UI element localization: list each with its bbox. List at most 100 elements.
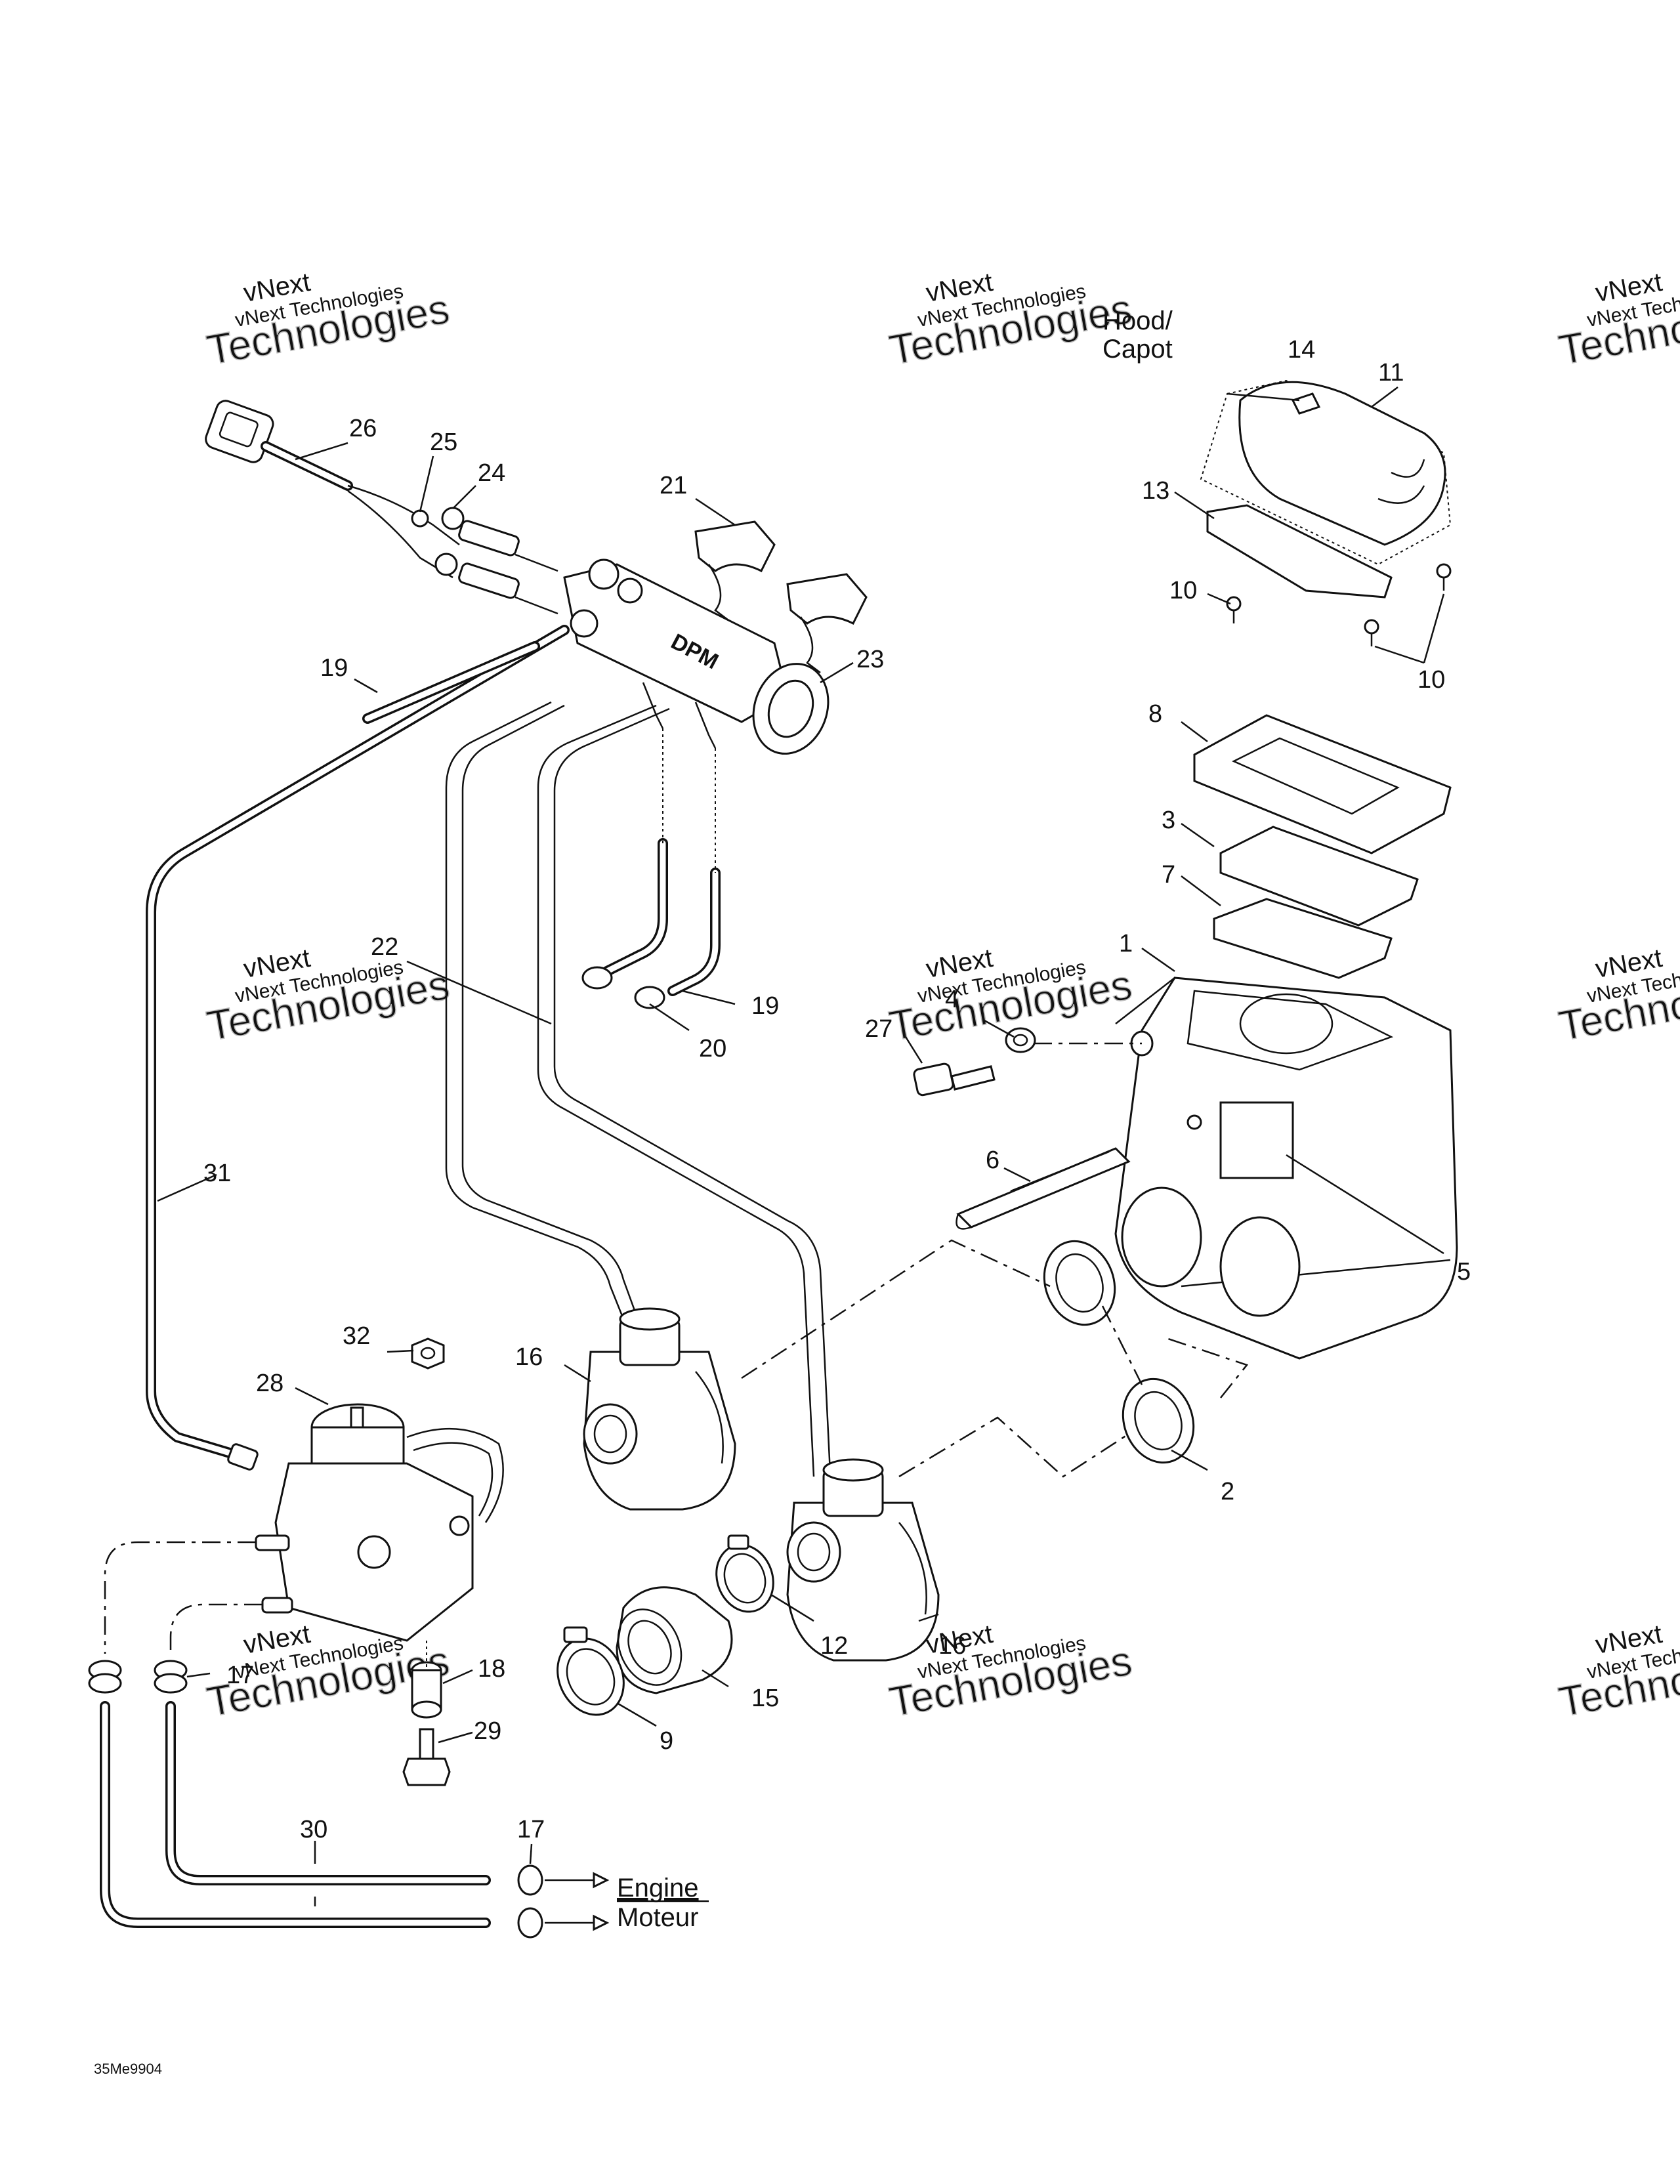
callout-8: 8 bbox=[1148, 700, 1162, 728]
callout-17-right: 17 bbox=[517, 1816, 545, 1843]
screw-25 bbox=[411, 509, 429, 528]
reference-code: 35Me9904 bbox=[94, 2061, 162, 2077]
callout-11: 11 bbox=[1378, 359, 1404, 387]
callout-23: 23 bbox=[856, 646, 884, 673]
sleeves-2 bbox=[1043, 1240, 1195, 1464]
callout-7: 7 bbox=[1162, 861, 1175, 889]
heading-engine-line2: Moteur bbox=[617, 1903, 699, 1932]
callout-17-left: 17 bbox=[226, 1662, 254, 1689]
watermark-mid-left: vNext vNext Technologies Technologies bbox=[203, 944, 453, 1051]
callout-15: 15 bbox=[751, 1685, 779, 1712]
filter-foam-3 bbox=[1219, 826, 1419, 927]
leader-lines bbox=[157, 387, 1445, 1906]
callout-14: 14 bbox=[1288, 336, 1315, 364]
watermark-top-center: vNext vNext Technologies Technologies bbox=[885, 268, 1136, 375]
fuel-line-22-a bbox=[445, 701, 638, 1320]
sleeve-2-b bbox=[1122, 1377, 1195, 1464]
fuel-line-22-b bbox=[537, 704, 831, 1477]
spacer-18 bbox=[411, 1661, 442, 1719]
injector-a bbox=[458, 520, 520, 556]
badge-14 bbox=[1291, 392, 1321, 415]
callout-24: 24 bbox=[478, 459, 505, 487]
callout-9: 9 bbox=[660, 1727, 673, 1755]
hose-30-inner bbox=[165, 1701, 491, 1885]
clamp-20-a bbox=[581, 966, 613, 990]
callout-29: 29 bbox=[474, 1717, 501, 1745]
watermark-mid-center: vNext vNext Technologies Technologies bbox=[885, 944, 1136, 1051]
callout-3: 3 bbox=[1162, 807, 1175, 834]
clamps-20 bbox=[581, 966, 665, 1009]
sleeve-2-a bbox=[1043, 1240, 1116, 1326]
callout-31: 31 bbox=[203, 1160, 231, 1187]
callout-16-upper: 16 bbox=[515, 1343, 543, 1371]
callout-28: 28 bbox=[256, 1370, 284, 1397]
callout-27: 27 bbox=[865, 1015, 892, 1043]
watermark-top-right: vNext vNext Technologies Technologies bbox=[1555, 268, 1680, 375]
heading-hood: Hood/ Capot bbox=[1102, 306, 1173, 364]
sensor-27 bbox=[913, 1062, 996, 1097]
plate-13 bbox=[1206, 504, 1393, 598]
heading-hood-line2: Capot bbox=[1102, 335, 1173, 364]
callout-16-lower: 16 bbox=[938, 1632, 966, 1660]
clip-24-b bbox=[434, 553, 458, 576]
callout-13: 13 bbox=[1142, 477, 1169, 505]
callout-19-upper: 19 bbox=[320, 654, 348, 682]
clamp-12 bbox=[715, 1534, 774, 1613]
fuel-pump-28 bbox=[227, 1403, 504, 1642]
airbox-port-a bbox=[1121, 1186, 1202, 1288]
label-5 bbox=[1219, 1101, 1294, 1179]
heading-hood-line1: Hood/ bbox=[1102, 306, 1173, 335]
carburetor-16-b bbox=[786, 1458, 940, 1662]
adaptor-15 bbox=[616, 1586, 733, 1694]
filter-frame-8 bbox=[1193, 714, 1452, 854]
watermark-low-right: vNext vNext Technologies Technologies bbox=[1555, 1620, 1680, 1727]
callout-18: 18 bbox=[478, 1655, 505, 1683]
callout-10-right: 10 bbox=[1418, 666, 1445, 694]
callout-32: 32 bbox=[343, 1322, 370, 1350]
callout-26: 26 bbox=[349, 415, 377, 442]
callout-10-left: 10 bbox=[1169, 577, 1197, 604]
fuel-rail-23: DPM bbox=[563, 558, 830, 873]
heading-engine-line1: Engine bbox=[617, 1874, 699, 1902]
callout-4: 4 bbox=[945, 986, 959, 1013]
bolt-29 bbox=[402, 1728, 451, 1786]
callouts: 26 25 24 21 23 19 19 20 22 31 14 11 13 1… bbox=[203, 336, 1471, 1843]
callout-21: 21 bbox=[660, 472, 687, 499]
clamp-9 bbox=[556, 1626, 625, 1716]
airbox-port-b bbox=[1219, 1216, 1301, 1317]
clamp-21-b bbox=[786, 573, 868, 625]
nut-32 bbox=[411, 1337, 445, 1370]
callout-6: 6 bbox=[986, 1146, 999, 1174]
clamps-17 bbox=[88, 1660, 543, 1939]
carburetor-16-a bbox=[583, 1307, 736, 1511]
callout-2: 2 bbox=[1221, 1478, 1234, 1505]
callout-1: 1 bbox=[1119, 930, 1133, 957]
engine-arrows bbox=[545, 1872, 610, 1931]
hose-30-outer bbox=[100, 1701, 491, 1928]
nut-4 bbox=[1005, 1027, 1036, 1053]
hoses bbox=[100, 625, 831, 1928]
injector-b bbox=[458, 562, 520, 599]
hose-19-upper bbox=[362, 641, 540, 724]
hood-11 bbox=[1238, 381, 1446, 546]
airbox-assembly bbox=[1114, 714, 1458, 1360]
callout-5: 5 bbox=[1457, 1258, 1471, 1286]
wiring-harness bbox=[205, 400, 558, 615]
watermark-top-left: vNext vNext Technologies Technologies bbox=[203, 268, 453, 375]
connector-26 bbox=[205, 400, 274, 463]
callout-25: 25 bbox=[430, 429, 457, 456]
callout-19-lower: 19 bbox=[751, 992, 779, 1020]
clip-24-a bbox=[441, 507, 465, 530]
hood-assembly bbox=[1200, 379, 1452, 646]
clamps-21 bbox=[694, 520, 868, 673]
callout-22: 22 bbox=[371, 933, 398, 961]
hose-19-lower bbox=[602, 838, 721, 996]
callout-30: 30 bbox=[300, 1816, 327, 1843]
hose-31 bbox=[146, 625, 570, 1462]
pump-line-a bbox=[104, 1541, 256, 1654]
heading-engine: Engine Moteur bbox=[617, 1874, 709, 1932]
callout-12: 12 bbox=[820, 1632, 848, 1660]
callout-20: 20 bbox=[699, 1035, 726, 1062]
clamp-20-b bbox=[634, 986, 665, 1009]
